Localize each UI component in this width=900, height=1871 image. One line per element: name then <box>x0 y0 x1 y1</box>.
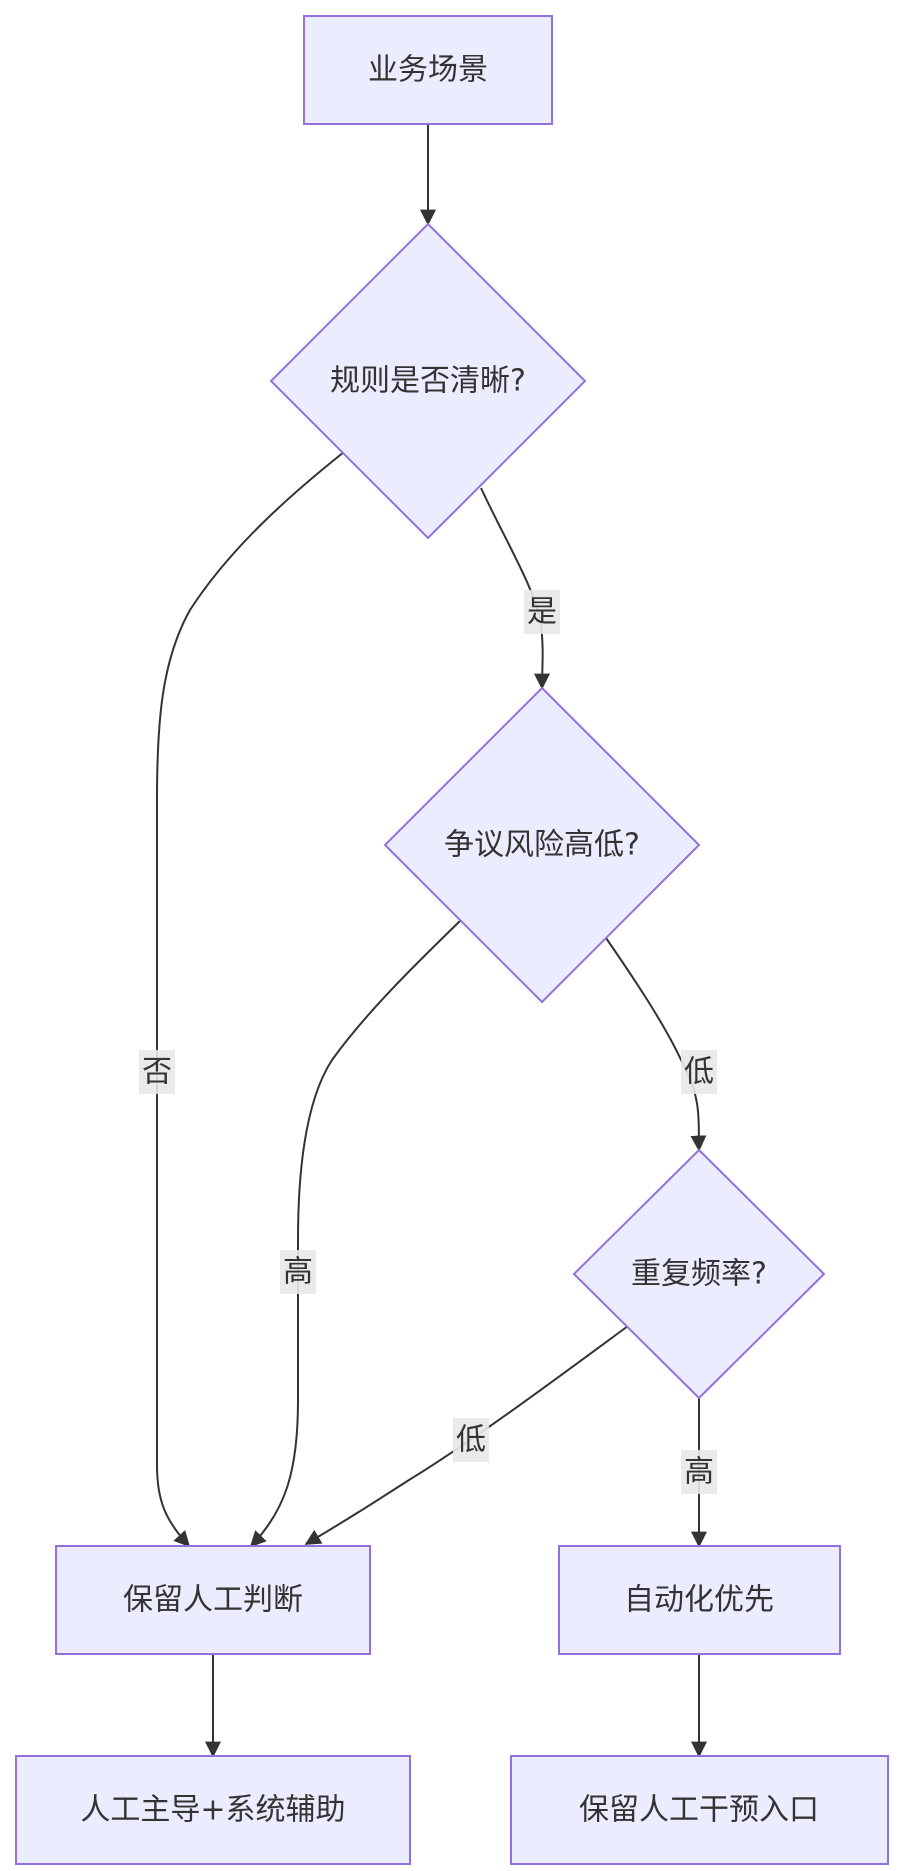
edge-label-risk-high: 高 <box>280 1250 316 1294</box>
svg-text:人工主导+系统辅助: 人工主导+系统辅助 <box>80 1793 345 1828</box>
svg-text:重复频率?: 重复频率? <box>631 1257 767 1292</box>
svg-text:规则是否清晰?: 规则是否清晰? <box>330 364 526 399</box>
svg-text:业务场景: 业务场景 <box>368 53 488 88</box>
edge-label-rules-no: 否 <box>139 1050 175 1094</box>
svg-text:高: 高 <box>283 1255 313 1290</box>
node-repeat-frequency[interactable]: 重复频率? <box>572 1148 826 1400</box>
edge-risk-high <box>249 919 462 1548</box>
node-keep-manual-entry[interactable]: 保留人工干预入口 <box>510 1755 889 1865</box>
svg-text:是: 是 <box>527 595 557 630</box>
edge-label-rules-yes: 是 <box>524 590 560 634</box>
edge-freq-low <box>304 1325 629 1545</box>
node-dispute-risk[interactable]: 争议风险高低? <box>383 686 701 1004</box>
svg-text:高: 高 <box>684 1455 714 1490</box>
node-manual-led-assist[interactable]: 人工主导+系统辅助 <box>15 1755 411 1865</box>
svg-text:低: 低 <box>684 1055 714 1090</box>
edge-label-freq-high: 高 <box>681 1450 717 1494</box>
node-keep-manual[interactable]: 保留人工判断 <box>55 1545 371 1655</box>
node-scene[interactable]: 业务场景 <box>303 15 553 125</box>
node-automation-first[interactable]: 自动化优先 <box>558 1545 841 1655</box>
edge-rules-yes <box>480 487 551 690</box>
edge-risk-low <box>605 937 707 1152</box>
svg-text:否: 否 <box>142 1055 172 1090</box>
svg-text:低: 低 <box>456 1423 486 1458</box>
edge-rules-no <box>156 451 345 1548</box>
node-rules-clear[interactable]: 规则是否清晰? <box>269 222 587 540</box>
edge-label-freq-low: 低 <box>453 1418 489 1462</box>
svg-text:自动化优先: 自动化优先 <box>624 1583 774 1618</box>
svg-text:争议风险高低?: 争议风险高低? <box>444 828 640 863</box>
svg-text:保留人工干预入口: 保留人工干预入口 <box>579 1793 819 1828</box>
svg-text:保留人工判断: 保留人工判断 <box>123 1583 303 1618</box>
edge-label-risk-low: 低 <box>681 1050 717 1094</box>
